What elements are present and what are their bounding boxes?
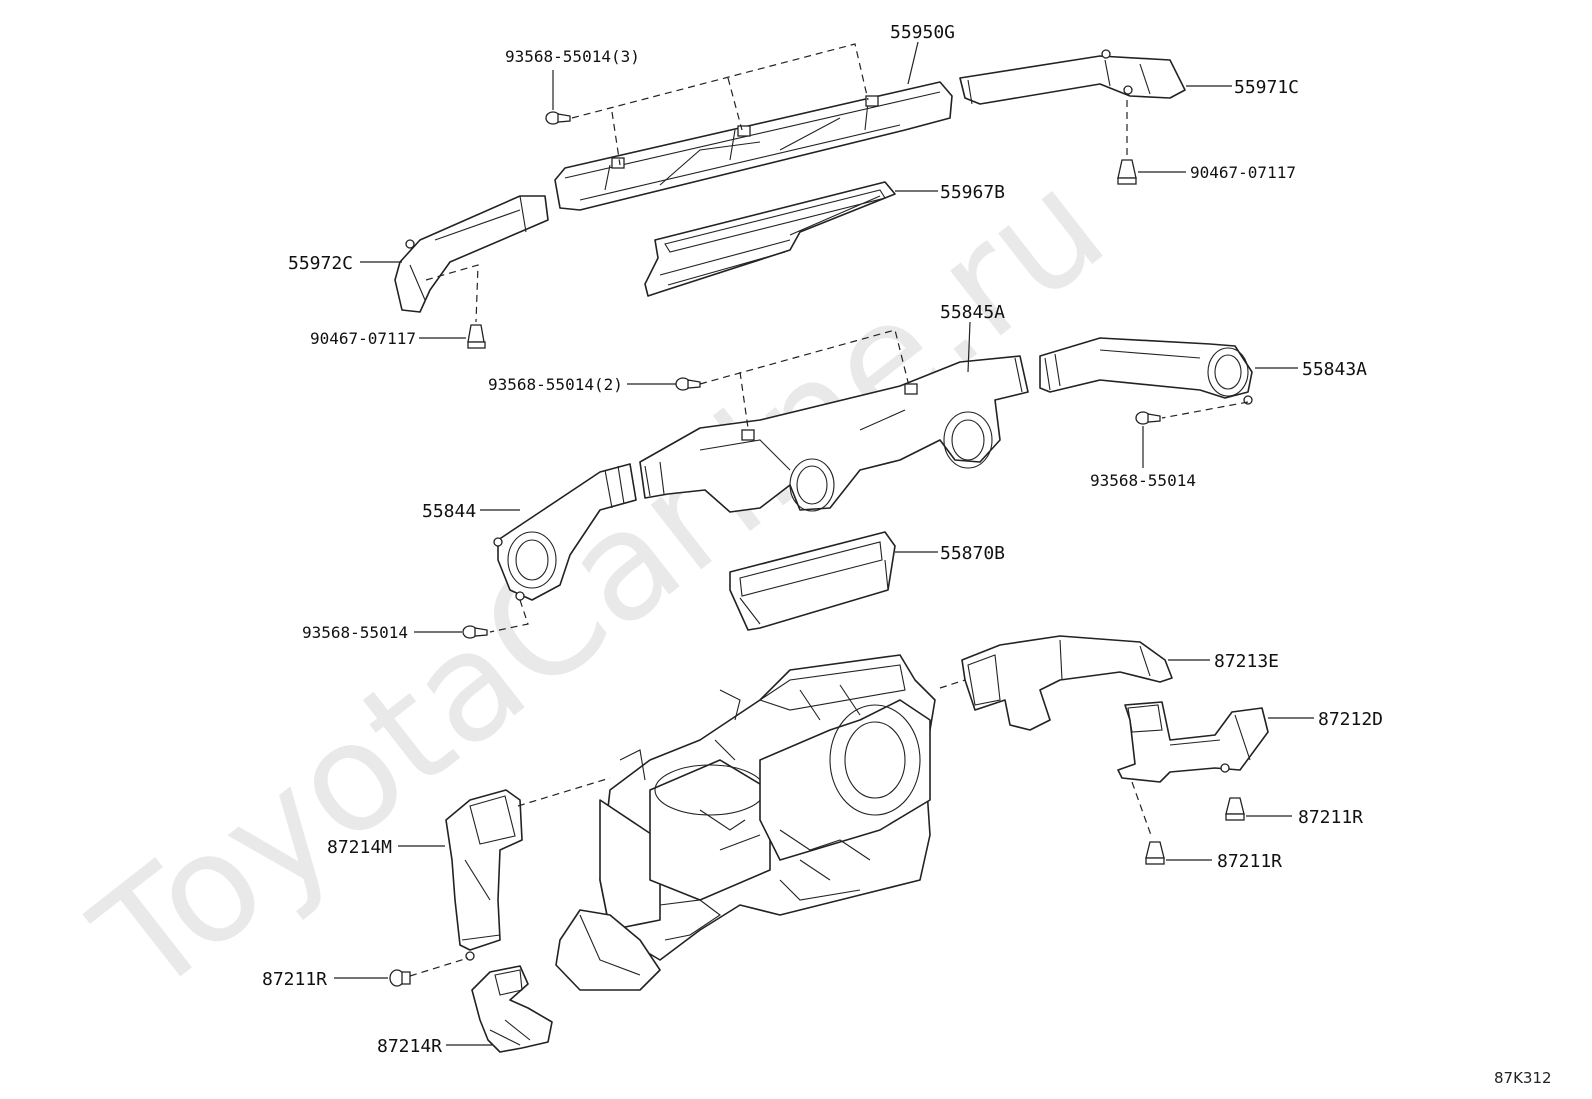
label-55971C: 55971C xyxy=(1234,77,1299,98)
label-93568-55014-2: 93568-55014(2) xyxy=(488,375,623,394)
nozzle-55870B xyxy=(729,531,896,631)
label-93568-55014-a: 93568-55014 xyxy=(1090,471,1196,490)
clip-93568-left xyxy=(462,625,488,639)
duct-87214R xyxy=(471,965,553,1053)
label-87213E: 87213E xyxy=(1214,651,1279,672)
label-55844: 55844 xyxy=(422,501,476,522)
watermark: ToyotaCarline.ru xyxy=(64,139,1135,1029)
clip-87211R-b xyxy=(1145,841,1165,865)
diagram-reference: 87K312 xyxy=(1494,1069,1552,1087)
label-55950G: 55950G xyxy=(890,22,955,43)
clip-90467-right xyxy=(1117,159,1137,185)
label-55845A: 55845A xyxy=(940,302,1005,323)
clip-87211R-c xyxy=(389,969,411,987)
duct-55843A xyxy=(1039,337,1253,405)
label-90467-07117-a: 90467-07117 xyxy=(1190,163,1296,182)
clip-93568-right xyxy=(1135,411,1161,425)
duct-87212D xyxy=(1117,701,1269,783)
label-55843A: 55843A xyxy=(1302,359,1367,380)
duct-55950G xyxy=(554,81,953,211)
label-87214R: 87214R xyxy=(377,1036,442,1057)
label-87214M: 87214M xyxy=(327,837,392,858)
label-90467-07117-b: 90467-07117 xyxy=(310,329,416,348)
clip-93568-mid xyxy=(675,377,701,391)
nozzle-55967B xyxy=(644,181,896,297)
duct-55972C xyxy=(394,195,549,313)
clip-87211R-a xyxy=(1225,797,1245,821)
duct-55971C xyxy=(959,49,1186,105)
label-87211R-b: 87211R xyxy=(1217,851,1282,872)
clip-93568-top xyxy=(545,111,571,125)
label-93568-55014-3: 93568-55014(3) xyxy=(505,47,640,66)
hvac-unit xyxy=(555,654,936,991)
label-87211R-c: 87211R xyxy=(262,969,327,990)
duct-87213E xyxy=(961,635,1173,731)
duct-55844 xyxy=(493,463,637,601)
duct-87214M xyxy=(445,789,523,961)
label-55967B: 55967B xyxy=(940,182,1005,203)
clip-90467-left xyxy=(467,324,486,349)
label-87211R-a: 87211R xyxy=(1298,807,1363,828)
label-93568-55014-b: 93568-55014 xyxy=(302,623,408,642)
label-55972C: 55972C xyxy=(288,253,353,274)
label-87212D: 87212D xyxy=(1318,709,1383,730)
label-55870B: 55870B xyxy=(940,543,1005,564)
duct-55845A xyxy=(639,355,1029,513)
